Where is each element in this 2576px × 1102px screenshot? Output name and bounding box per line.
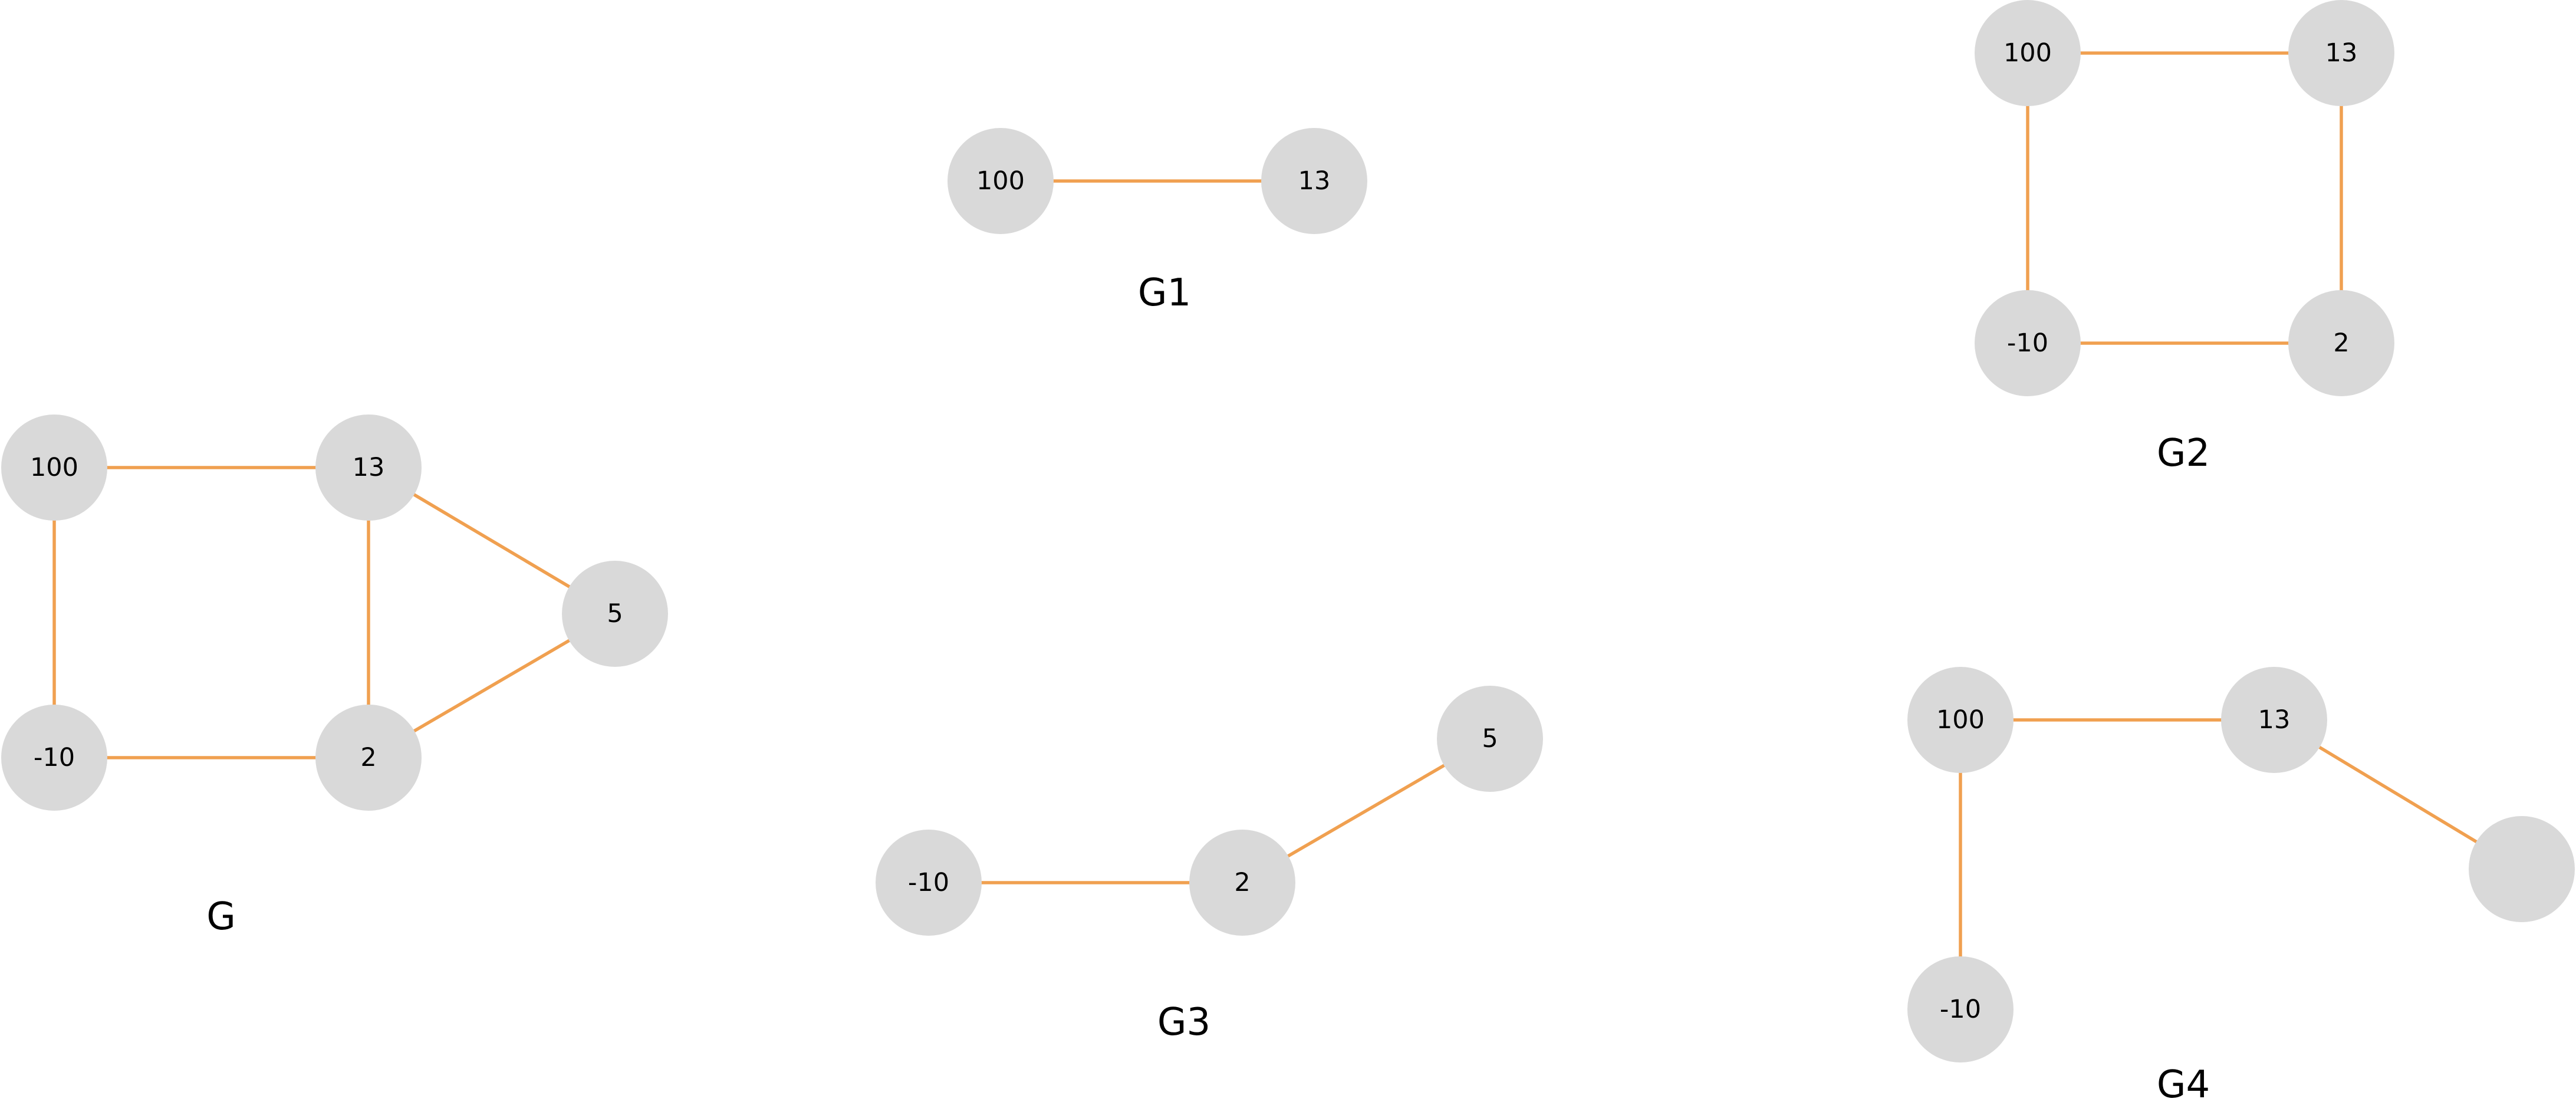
node-blank — [2469, 816, 2575, 922]
node-label: 5 — [607, 599, 623, 629]
graph-label-g1: G1 — [1138, 271, 1191, 315]
node-circle — [1, 705, 107, 811]
node-circle — [315, 415, 422, 521]
node-2: 2 — [1189, 830, 1295, 936]
node-label: 13 — [1298, 166, 1331, 196]
node-circle — [1907, 956, 2014, 1062]
node-label: -10 — [908, 868, 949, 897]
node-label: 2 — [1234, 868, 1250, 897]
node-circle — [2288, 0, 2394, 106]
node-circle — [2469, 816, 2575, 922]
node-circle — [1975, 0, 2081, 106]
node-label: 2 — [2333, 328, 2349, 358]
node--10: -10 — [876, 830, 982, 936]
node-label: 100 — [30, 453, 78, 482]
node-circle — [2288, 290, 2394, 396]
node-label: 100 — [976, 166, 1025, 196]
graph-g: 100 13 5 -10 2G — [1, 415, 668, 939]
node-label: 13 — [2325, 38, 2358, 68]
graph-label-g3: G3 — [1157, 1001, 1210, 1044]
node-circle — [2221, 667, 2327, 773]
node-100: 100 — [1975, 0, 2081, 106]
node-label: 100 — [1936, 705, 1985, 735]
node-100: 100 — [1, 415, 107, 521]
graph-label-g: G — [206, 895, 236, 939]
node-circle — [876, 830, 982, 936]
node-circle — [562, 561, 668, 667]
node-5: 5 — [1437, 686, 1543, 792]
node-100: 100 — [1907, 667, 2014, 773]
node-13: 13 — [1261, 128, 1367, 234]
node-label: 13 — [353, 453, 385, 482]
node--10: -10 — [1, 705, 107, 811]
graph-g2: 100 13 -10 2G2 — [1975, 0, 2394, 475]
node-circle — [1907, 667, 2014, 773]
node-label: -10 — [1940, 995, 1981, 1024]
node-label: -10 — [34, 743, 75, 772]
node-circle — [1261, 128, 1367, 234]
graph-g3: -10 2 5G3 — [876, 686, 1543, 1044]
graph-label-g4: G4 — [2157, 1063, 2210, 1102]
node-5: 5 — [562, 561, 668, 667]
graph-label-g2: G2 — [2157, 432, 2210, 475]
node-2: 2 — [2288, 290, 2394, 396]
node-label: 100 — [2003, 38, 2052, 68]
node-13: 13 — [2221, 667, 2327, 773]
node-13: 13 — [315, 415, 422, 521]
node-13: 13 — [2288, 0, 2394, 106]
node-label: 5 — [1482, 724, 1498, 754]
node-circle — [315, 705, 422, 811]
node-2: 2 — [315, 705, 422, 811]
node--10: -10 — [1975, 290, 2081, 396]
node-100: 100 — [948, 128, 1054, 234]
node-circle — [1, 415, 107, 521]
node-label: -10 — [2007, 328, 2048, 358]
node-circle — [1437, 686, 1543, 792]
node-circle — [1975, 290, 2081, 396]
node-circle — [1189, 830, 1295, 936]
node-label: 13 — [2258, 705, 2291, 735]
node-circle — [948, 128, 1054, 234]
node--10: -10 — [1907, 956, 2014, 1062]
node-label: 2 — [360, 743, 376, 772]
